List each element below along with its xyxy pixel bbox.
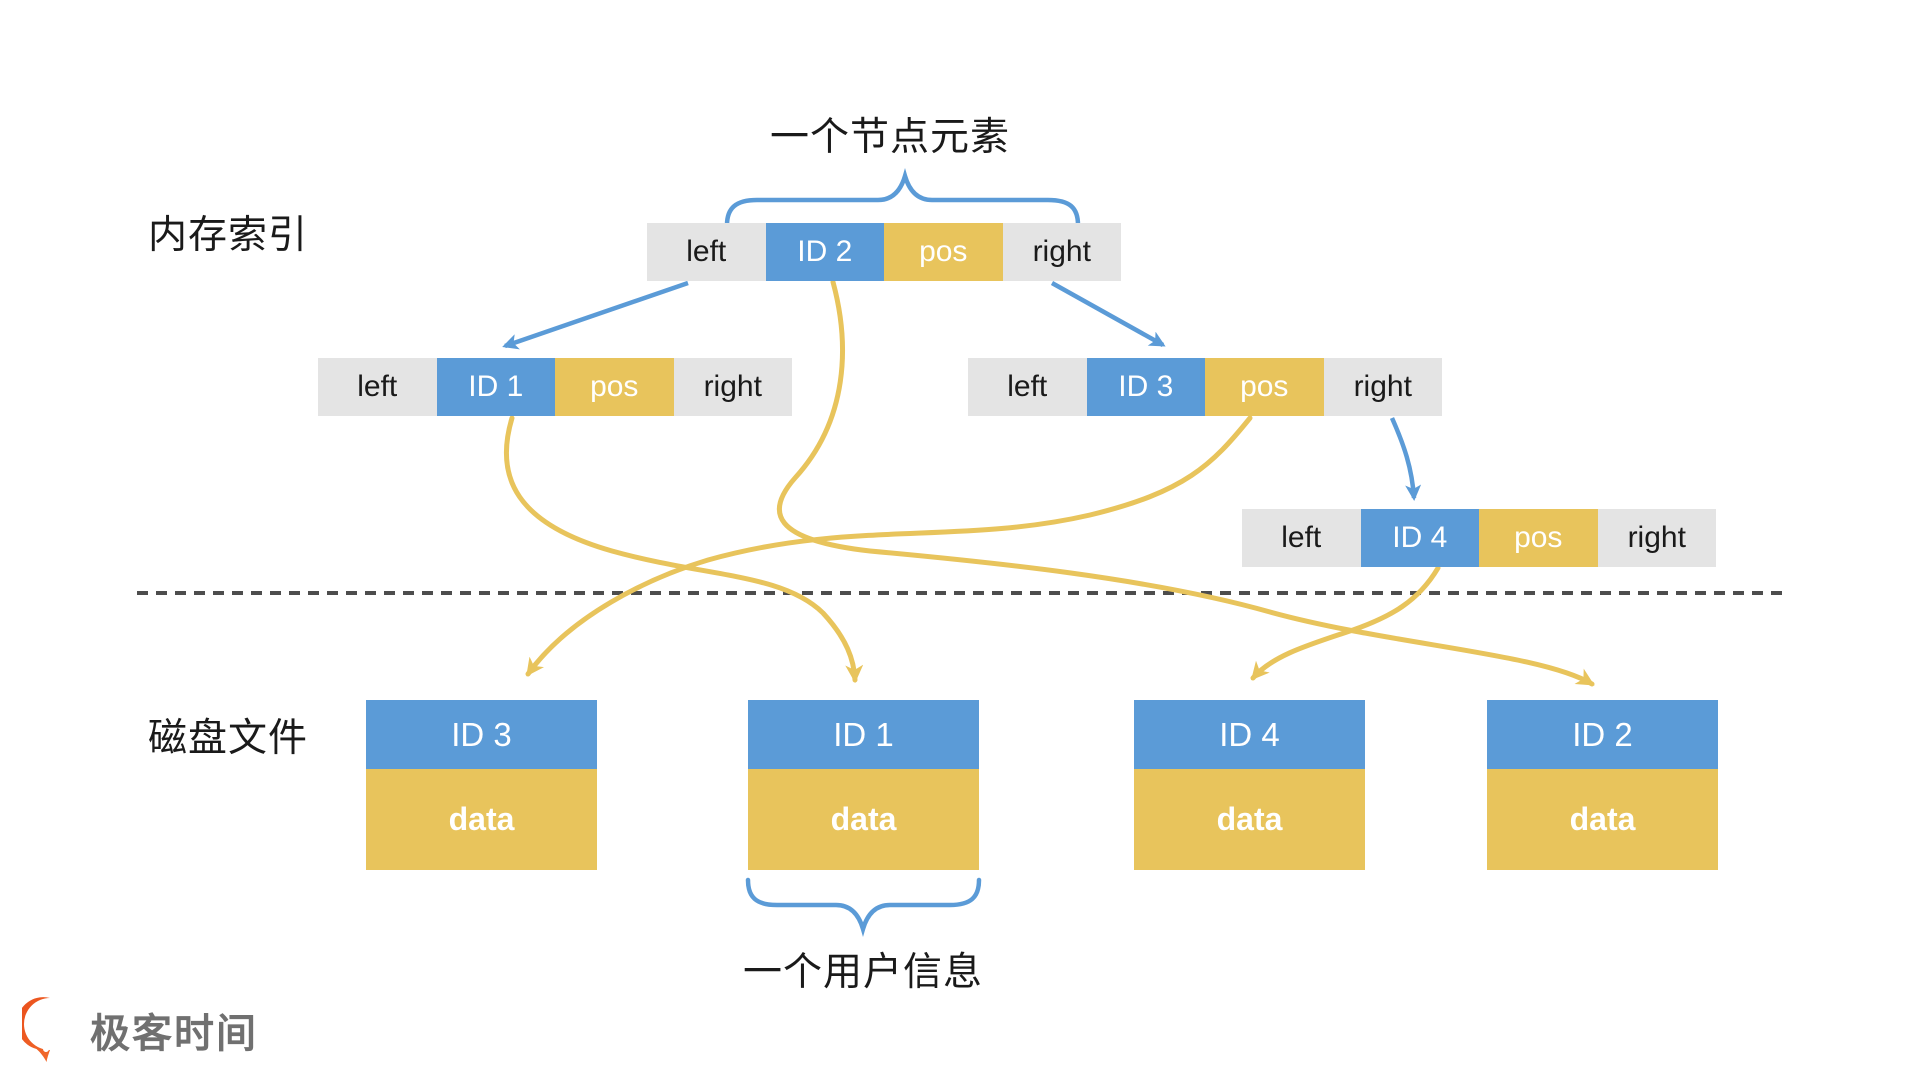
node-cell-right: right	[673, 358, 792, 416]
disk-block-id-header: ID 3	[366, 700, 597, 769]
logo-q-tail	[43, 1031, 52, 1052]
arrow-right-child-to-id4	[1389, 417, 1422, 501]
node-cell-right: right	[1002, 223, 1121, 281]
arrow-pos-id3-to-disk	[525, 415, 1253, 677]
node-cell-id: ID 2	[765, 223, 884, 281]
disk-block-data: data	[366, 769, 597, 870]
node-cell-pos: pos	[1479, 509, 1598, 567]
memory-index-label: 内存索引	[148, 214, 309, 257]
node-cell-left: left	[647, 223, 766, 281]
top-annotation-label: 一个节点元素	[690, 106, 1090, 162]
node-cell-id: ID 1	[436, 358, 555, 416]
node-cell-pos: pos	[884, 223, 1003, 281]
node-cell-id: ID 4	[1360, 509, 1479, 567]
arrow-pos-id2-to-disk	[776, 279, 1595, 687]
node-cell-right: right	[1597, 509, 1716, 567]
geektime-logo-text: 极客时间	[90, 1012, 258, 1056]
tree-node-left-id1: left ID 1 pos right	[318, 358, 792, 416]
disk-block-id-header: ID 1	[748, 700, 979, 769]
node-element-brace	[724, 167, 1081, 228]
disk-block-data: data	[1487, 769, 1718, 870]
logo-pin-shape	[22, 997, 50, 1062]
arrow-root-left-child	[502, 280, 689, 350]
disk-block-id-header: ID 4	[1134, 700, 1365, 769]
disk-block-id2: ID 2 data	[1487, 700, 1718, 870]
node-cell-left: left	[1242, 509, 1361, 567]
geektime-logo: 极客时间	[22, 997, 258, 1063]
user-info-text: 一个用户信息	[742, 951, 983, 994]
geektime-logo-icon	[22, 997, 67, 1062]
user-info-brace	[745, 877, 982, 938]
tree-node-leaf-id4: left ID 4 pos right	[1242, 509, 1716, 567]
bottom-annotation-label: 一个用户信息	[663, 941, 1063, 997]
disk-block-data: data	[748, 769, 979, 870]
disk-block-id3: ID 3 data	[366, 700, 597, 870]
disk-file-label: 磁盘文件	[148, 717, 309, 760]
node-cell-left: left	[318, 358, 437, 416]
node-cell-left: left	[968, 358, 1087, 416]
node-element-text: 一个节点元素	[769, 116, 1010, 159]
tree-node-right-id3: left ID 3 pos right	[968, 358, 1442, 416]
node-cell-right: right	[1323, 358, 1442, 416]
arrow-pos-id1-to-disk	[503, 415, 864, 683]
disk-block-data: data	[1134, 769, 1365, 870]
arrow-pos-id4-to-disk	[1250, 565, 1441, 681]
node-cell-pos: pos	[555, 358, 674, 416]
arrow-root-right-child	[1050, 281, 1166, 347]
node-cell-pos: pos	[1205, 358, 1324, 416]
disk-block-id4: ID 4 data	[1134, 700, 1365, 870]
tree-node-root-id2: left ID 2 pos right	[647, 223, 1121, 281]
disk-block-id1: ID 1 data	[748, 700, 979, 870]
node-cell-id: ID 3	[1086, 358, 1205, 416]
disk-block-id-header: ID 2	[1487, 700, 1718, 769]
